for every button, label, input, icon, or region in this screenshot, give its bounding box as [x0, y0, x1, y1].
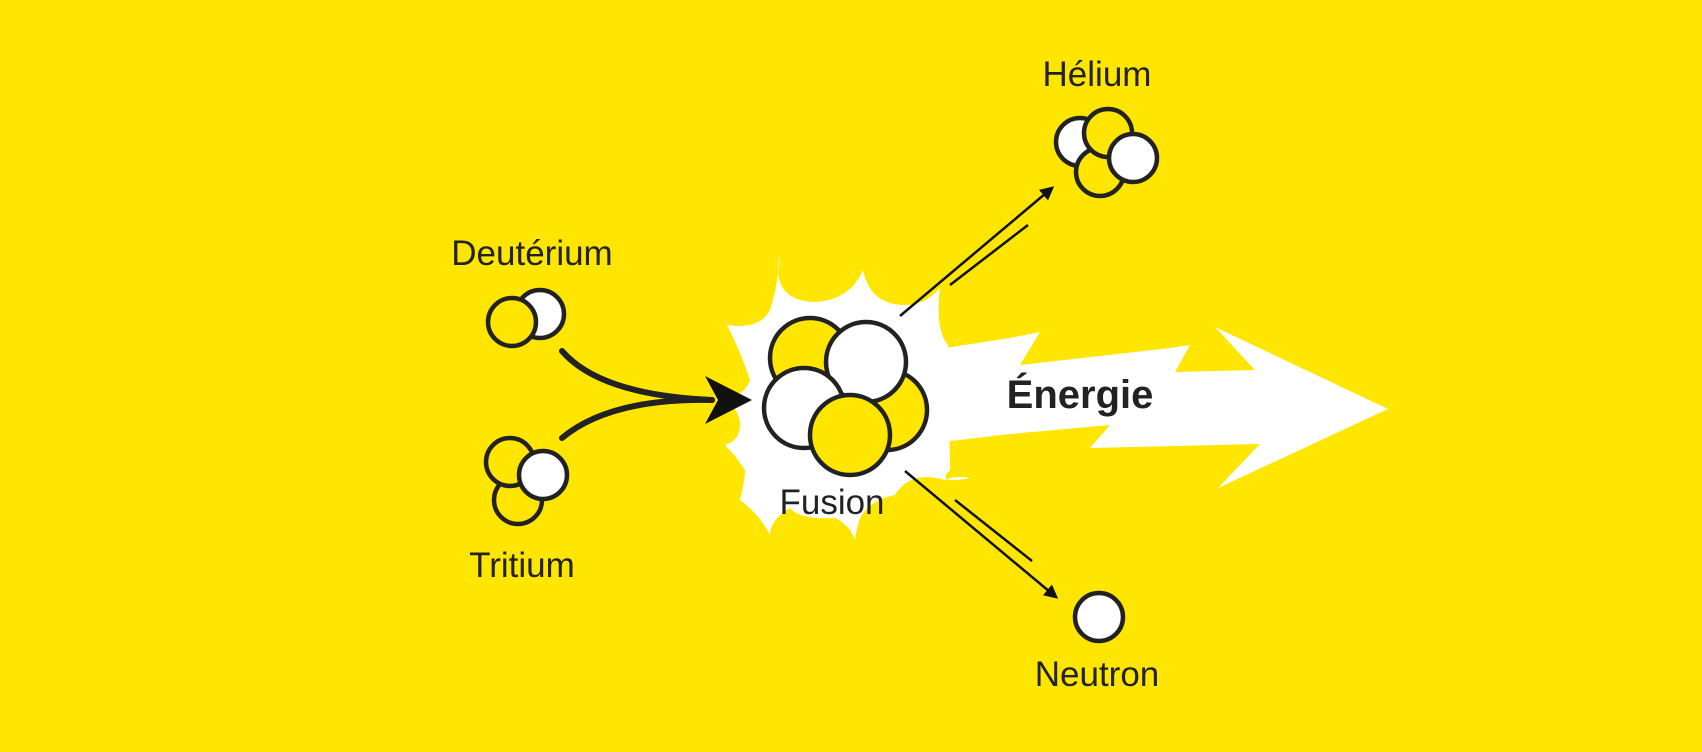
fusion-nucleus — [761, 315, 930, 478]
incoming-arrowhead — [705, 376, 752, 424]
helium-arrow — [899, 186, 1055, 317]
free-neutron — [1072, 590, 1126, 644]
energy-label: Énergie — [1007, 372, 1154, 417]
neutron-arrow — [904, 470, 1059, 599]
neutron-label: Neutron — [1035, 655, 1160, 694]
tritium-arrow — [559, 396, 715, 441]
neutron-arrow-accent — [954, 499, 1033, 562]
helium-arrow-accent — [949, 224, 1029, 286]
tritium-nucleus — [483, 435, 570, 527]
deuterium-proton — [485, 295, 539, 349]
energy-arrow — [900, 327, 1388, 488]
fusion-label: Fusion — [779, 483, 884, 522]
tritium-neutron-right — [516, 448, 570, 502]
helium-neutron-right — [1106, 131, 1160, 185]
deuterium-label: Deutérium — [451, 234, 612, 273]
helium-nucleus — [1053, 106, 1160, 199]
deuterium-nucleus — [485, 287, 567, 349]
helium-label: Hélium — [1043, 55, 1152, 94]
fusion-particle-bottom — [807, 392, 893, 478]
tritium-label: Tritium — [469, 546, 575, 585]
